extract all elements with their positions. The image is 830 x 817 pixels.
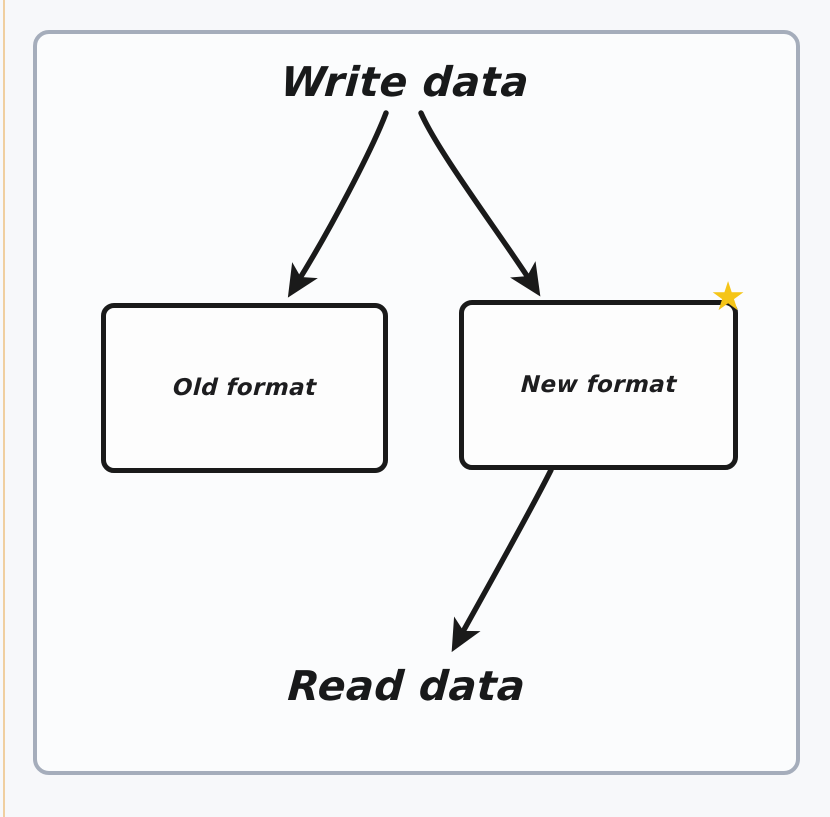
left-accent-strip: [3, 0, 5, 817]
node-new-format-label: New format: [519, 372, 678, 398]
read-data-label: Read data: [286, 662, 528, 710]
node-old-format-label: Old format: [172, 375, 317, 401]
node-old-format[interactable]: Old format: [101, 303, 388, 473]
write-data-label: Write data: [279, 58, 531, 106]
node-new-format[interactable]: New format: [459, 300, 738, 470]
star-icon: ★: [710, 274, 746, 320]
